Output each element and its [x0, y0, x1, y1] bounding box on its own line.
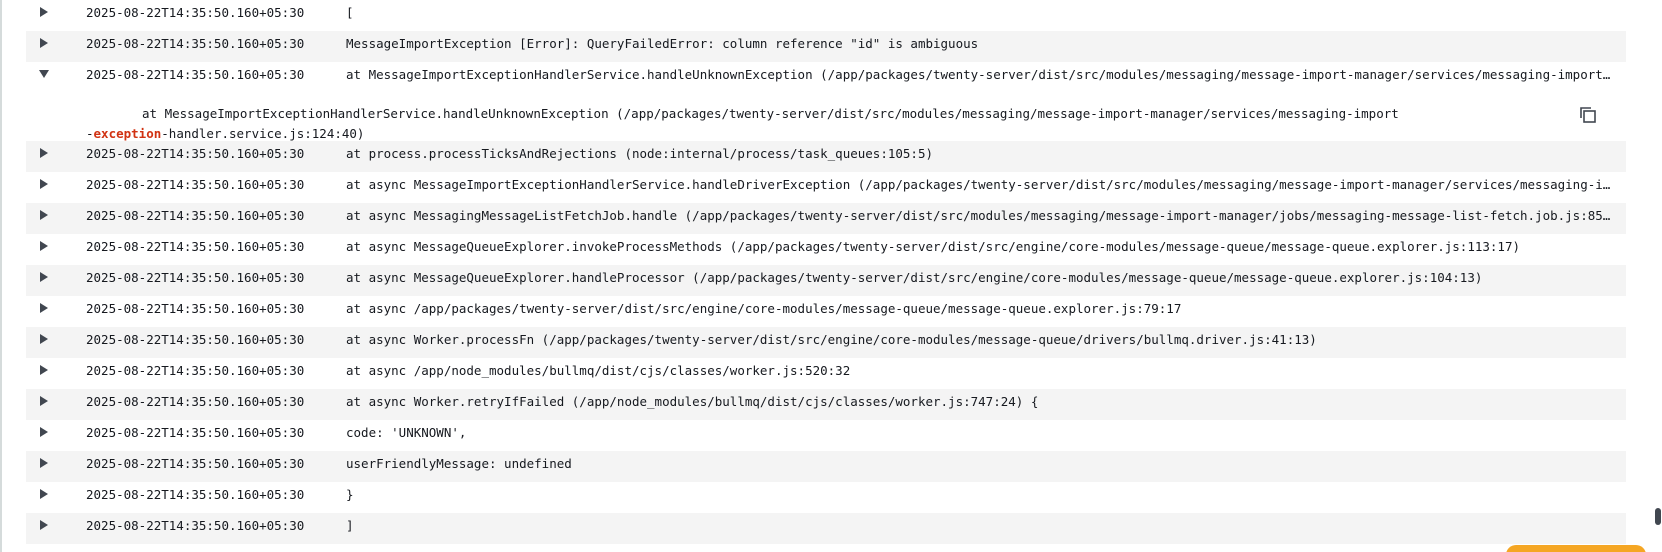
log-message: at async MessagingMessageListFetchJob.ha…: [346, 208, 1611, 223]
caret-right-icon[interactable]: [36, 145, 52, 161]
caret-right-icon[interactable]: [36, 207, 52, 223]
floating-action-button[interactable]: [1506, 545, 1646, 552]
log-timestamp: 2025-08-22T14:35:50.160+05:30: [86, 67, 305, 82]
log-event-row[interactable]: 2025-08-22T14:35:50.160+05:30 at async Me…: [26, 172, 1626, 203]
log-timestamp: 2025-08-22T14:35:50.160+05:30: [86, 208, 305, 223]
caret-right-icon[interactable]: [36, 362, 52, 378]
caret-right-icon[interactable]: [36, 331, 52, 347]
log-event-row[interactable]: 2025-08-22T14:35:50.160+05:30 code: 'UNKN…: [26, 420, 1626, 451]
log-event-row[interactable]: 2025-08-22T14:35:50.160+05:30 [: [26, 0, 1626, 31]
log-message: at async Worker.retryIfFailed (/app/node…: [346, 394, 1039, 409]
log-timestamp: 2025-08-22T14:35:50.160+05:30: [86, 425, 305, 440]
log-message: at MessageImportExceptionHandlerService.…: [346, 67, 1611, 82]
log-message: at async Worker.processFn (/app/packages…: [346, 332, 1317, 347]
log-message: code: 'UNKNOWN',: [346, 425, 467, 440]
log-message: at process.processTicksAndRejections (no…: [346, 146, 933, 161]
caret-right-icon[interactable]: [36, 424, 52, 440]
log-message: at async /app/packages/twenty-server/dis…: [346, 301, 1182, 316]
log-event-row[interactable]: 2025-08-22T14:35:50.160+05:30 MessageImpo…: [26, 31, 1626, 62]
log-event-row[interactable]: 2025-08-22T14:35:50.160+05:30 at async Me…: [26, 203, 1626, 234]
log-event-row[interactable]: 2025-08-22T14:35:50.160+05:30}: [26, 482, 1626, 513]
log-detail-text-start: at MessageImportExceptionHandlerService.…: [86, 106, 1399, 141]
log-detail-text-end: -handler.service.js:124:40): [161, 126, 365, 141]
log-timestamp: 2025-08-22T14:35:50.160+05:30: [86, 518, 305, 533]
search-highlight: exception: [93, 126, 162, 141]
log-event-row[interactable]: 2025-08-22T14:35:50.160+05:30 at async Wo…: [26, 327, 1626, 358]
caret-right-icon[interactable]: [36, 4, 52, 20]
log-message: }: [346, 487, 354, 502]
caret-right-icon[interactable]: [36, 517, 52, 533]
log-timestamp: 2025-08-22T14:35:50.160+05:30: [86, 5, 305, 20]
log-event-row[interactable]: 2025-08-22T14:35:50.160+05:30 at process.…: [26, 141, 1626, 172]
log-message: [: [346, 5, 354, 20]
caret-right-icon[interactable]: [36, 238, 52, 254]
log-timestamp: 2025-08-22T14:35:50.160+05:30: [86, 239, 305, 254]
panel-border: [0, 0, 2, 552]
log-message: MessageImportException [Error]: QueryFai…: [346, 36, 979, 51]
log-event-row[interactable]: 2025-08-22T14:35:50.160+05:30 at async Me…: [26, 265, 1626, 296]
log-event-row[interactable]: 2025-08-22T14:35:50.160+05:30 at async /a…: [26, 358, 1626, 389]
log-timestamp: 2025-08-22T14:35:50.160+05:30: [86, 456, 305, 471]
log-event-list: 2025-08-22T14:35:50.160+05:30 [2025-08-22…: [26, 0, 1626, 544]
caret-right-icon[interactable]: [36, 176, 52, 192]
log-timestamp: 2025-08-22T14:35:50.160+05:30: [86, 301, 305, 316]
log-event-row[interactable]: 2025-08-22T14:35:50.160+05:30 at async /a…: [26, 296, 1626, 327]
caret-right-icon[interactable]: [36, 35, 52, 51]
log-timestamp: 2025-08-22T14:35:50.160+05:30: [86, 363, 305, 378]
log-message: ]: [346, 518, 354, 533]
log-timestamp: 2025-08-22T14:35:50.160+05:30: [86, 177, 305, 192]
log-timestamp: 2025-08-22T14:35:50.160+05:30: [86, 36, 305, 51]
log-timestamp: 2025-08-22T14:35:50.160+05:30: [86, 487, 305, 502]
log-event-row[interactable]: 2025-08-22T14:35:50.160+05:30 at async Me…: [26, 234, 1626, 265]
log-timestamp: 2025-08-22T14:35:50.160+05:30: [86, 332, 305, 347]
log-timestamp: 2025-08-22T14:35:50.160+05:30: [86, 146, 305, 161]
caret-down-icon[interactable]: [36, 66, 52, 82]
log-timestamp: 2025-08-22T14:35:50.160+05:30: [86, 270, 305, 285]
caret-right-icon[interactable]: [36, 300, 52, 316]
expanded-log-detail: at MessageImportExceptionHandlerService.…: [26, 93, 1626, 141]
log-message: userFriendlyMessage: undefined: [346, 456, 572, 471]
log-message: at async MessageQueueExplorer.invokeProc…: [346, 239, 1520, 254]
copy-icon[interactable]: [1578, 105, 1598, 125]
log-message: at async MessageQueueExplorer.handleProc…: [346, 270, 1483, 285]
log-message: at async /app/node_modules/bullmq/dist/c…: [346, 363, 851, 378]
log-event-row[interactable]: 2025-08-22T14:35:50.160+05:30]: [26, 513, 1626, 544]
log-message: at async MessageImportExceptionHandlerSe…: [346, 177, 1611, 192]
log-event-row[interactable]: 2025-08-22T14:35:50.160+05:30 userFriendl…: [26, 451, 1626, 482]
log-event-row[interactable]: 2025-08-22T14:35:50.160+05:30 at MessageI…: [26, 62, 1626, 93]
caret-right-icon[interactable]: [36, 269, 52, 285]
caret-right-icon[interactable]: [36, 393, 52, 409]
log-detail-text: at MessageImportExceptionHandlerService.…: [86, 104, 1406, 144]
log-timestamp: 2025-08-22T14:35:50.160+05:30: [86, 394, 305, 409]
caret-right-icon[interactable]: [36, 486, 52, 502]
vertical-scrollbar-thumb[interactable]: [1655, 508, 1661, 525]
log-event-row[interactable]: 2025-08-22T14:35:50.160+05:30 at async Wo…: [26, 389, 1626, 420]
caret-right-icon[interactable]: [36, 455, 52, 471]
